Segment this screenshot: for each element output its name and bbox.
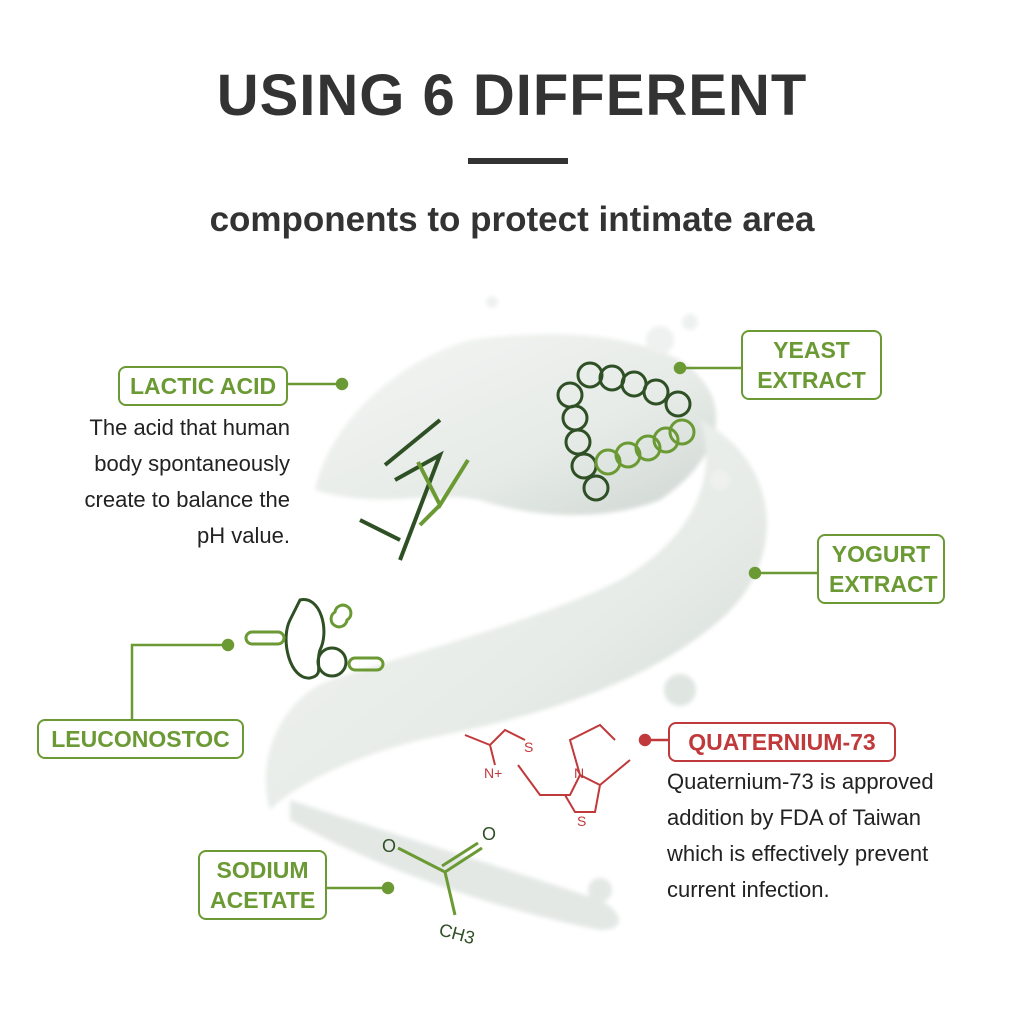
tag-line: SODIUM [216, 857, 309, 883]
description-line: Quaternium-73 is approved [667, 769, 934, 794]
tag-yeast-extract: YEAST EXTRACT [741, 330, 882, 400]
connector-lines [130, 361, 818, 895]
molecule-atom-o: O [482, 824, 496, 844]
description-line: body spontaneously [94, 451, 290, 476]
lactic-acid-molecule-icon-light [416, 458, 470, 527]
molecule-atom-n-plus: N+ [484, 765, 502, 781]
quaternium-73-description: Quaternium-73 is approved addition by FD… [667, 764, 997, 908]
description-line: pH value. [197, 523, 290, 548]
quaternium-73-molecule-icon [464, 723, 631, 813]
description-line: current infection. [667, 877, 830, 902]
molecule-atom-s: S [577, 813, 586, 829]
description-line: addition by FDA of Taiwan [667, 805, 921, 830]
tag-leuconostoc: LEUCONOSTOC [37, 719, 244, 759]
tag-sodium-acetate: SODIUM ACETATE [198, 850, 327, 920]
page-title: USING 6 DIFFERENT [216, 63, 808, 128]
tag-yogurt-extract: YOGURT EXTRACT [817, 534, 945, 604]
tag-lactic-acid: LACTIC ACID [118, 366, 289, 406]
tag-line: YEAST [773, 337, 850, 363]
leuconostoc-bacteria-icon-light [244, 603, 385, 672]
description-line: The acid that human [89, 415, 290, 440]
tag-line: EXTRACT [829, 571, 938, 597]
sodium-acetate-molecule-icon [397, 841, 483, 916]
molecule-atom-n: N [574, 765, 584, 781]
molecule-atom-o: O [382, 836, 396, 856]
page-subtitle: components to protect intimate area [209, 200, 815, 239]
quaternium-connector-dot [638, 733, 652, 747]
molecule-ch3: CH3 [437, 920, 477, 949]
molecule-atom-s: S [524, 739, 533, 755]
tag-line: YOGURT [831, 541, 931, 567]
description-line: which is effectively prevent [667, 841, 929, 866]
tag-line: EXTRACT [757, 367, 866, 393]
yeast-chain-icon [556, 361, 692, 502]
leuconostoc-bacteria-icon [284, 598, 348, 680]
tag-quaternium-73: QUATERNIUM-73 [668, 722, 896, 762]
title-divider [468, 158, 568, 164]
lactic-acid-description: The acid that human body spontaneously c… [40, 410, 290, 554]
description-line: create to balance the [84, 487, 290, 512]
tag-line: ACETATE [210, 887, 316, 913]
yeast-chain-icon-light [594, 418, 696, 476]
lactic-acid-molecule-icon [359, 418, 444, 561]
